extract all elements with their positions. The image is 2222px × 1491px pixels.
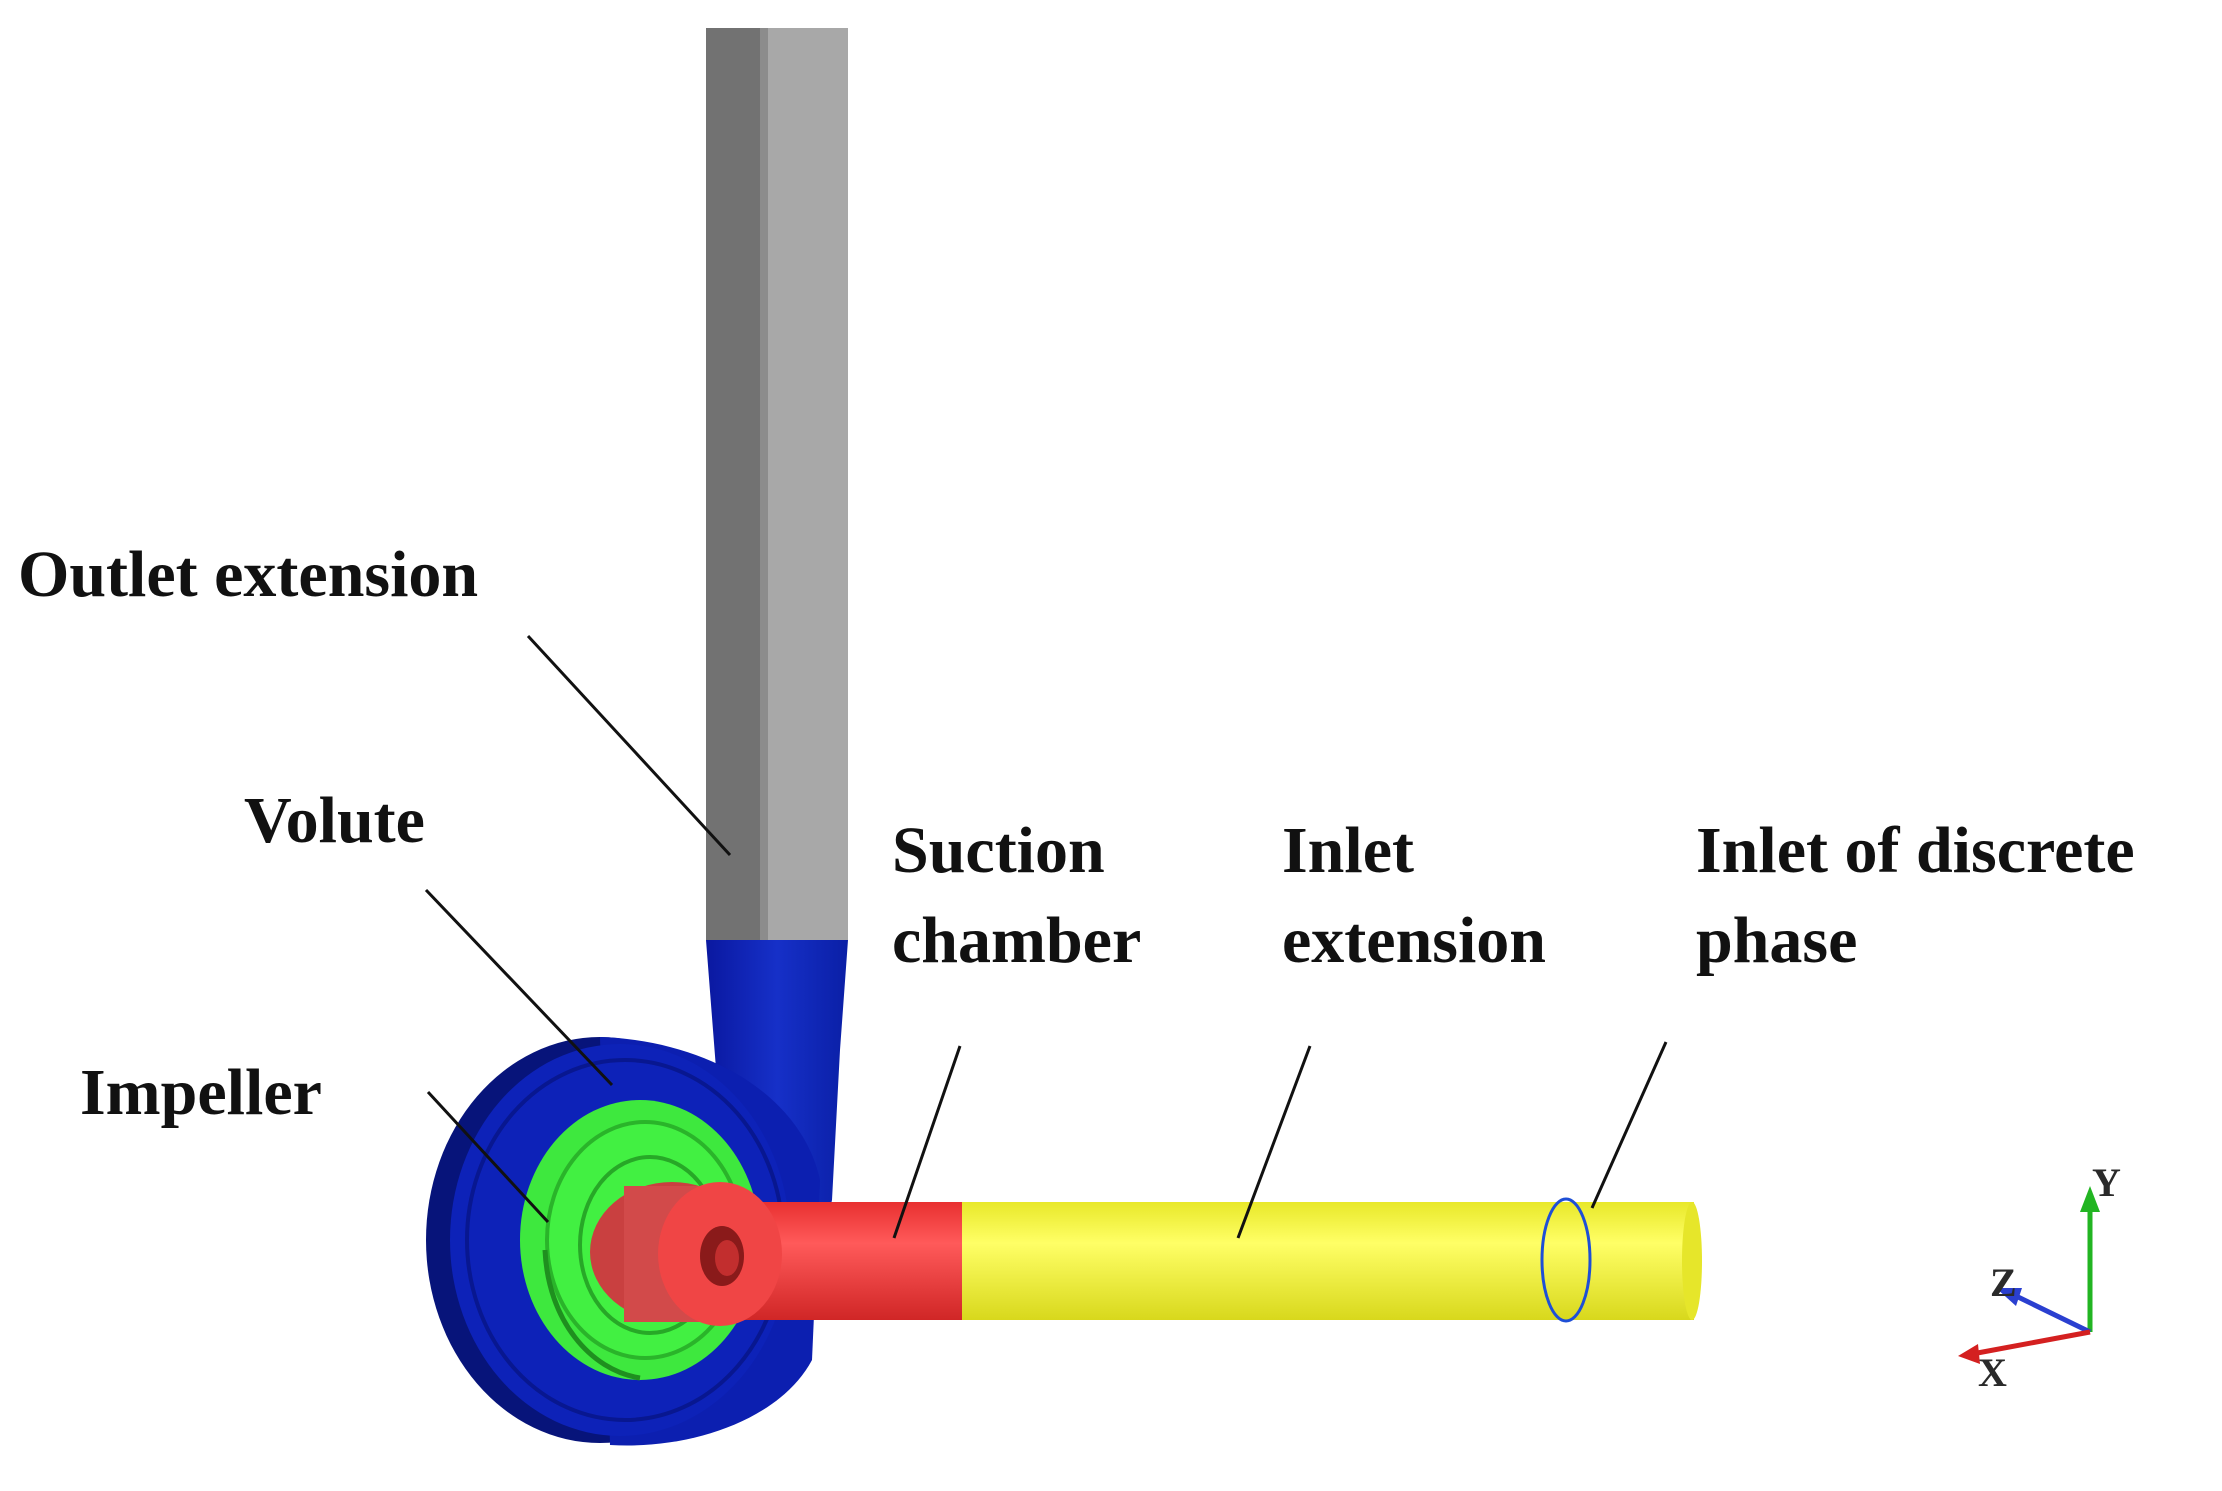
leader-lines [424, 634, 1668, 1239]
label-inlet-extension-line2: extension [1282, 904, 1546, 977]
axis-y-label: Y [2092, 1160, 2121, 1205]
axis-z-line [2014, 1293, 2092, 1335]
axis-z-label: Z [1990, 1260, 2017, 1305]
leader-volute [424, 888, 614, 1087]
leader-inlet-extension [1236, 1045, 1312, 1239]
axis-triad: Y Z X [1958, 1160, 2121, 1395]
label-impeller-text: Impeller [80, 1056, 322, 1129]
leader-suction-chamber [892, 1045, 962, 1239]
axis-x-line [1971, 1329, 2091, 1357]
axis-x-label: X [1978, 1350, 2007, 1395]
label-inlet-extension: Inlet extension [1282, 806, 1546, 986]
inlet-extension [962, 1202, 1702, 1320]
label-suction-chamber-line1: Suction [892, 814, 1105, 887]
suction-chamber-bore-inner [715, 1240, 739, 1276]
label-suction-chamber-line2: chamber [892, 904, 1142, 977]
label-inlet-of-discrete-phase-line1: Inlet of discrete [1696, 814, 2135, 887]
impeller-blade-shadow [542, 1249, 641, 1381]
inlet-extension-pipe [962, 1202, 1694, 1320]
axis-z-arrowhead [1996, 1288, 2022, 1306]
suction-chamber [590, 1182, 963, 1326]
leader-impeller [426, 1090, 550, 1224]
outlet-extension-dark-face [706, 28, 766, 940]
outlet-extension [706, 28, 848, 940]
axis-x-arrowhead [1958, 1344, 1980, 1364]
label-volute: Volute [244, 776, 425, 866]
label-impeller: Impeller [80, 1048, 322, 1138]
label-inlet-of-discrete-phase-line2: phase [1696, 904, 1858, 977]
axis-y-arrowhead [2080, 1186, 2100, 1212]
leader-outlet-extension [526, 634, 732, 857]
label-inlet-of-discrete-phase: Inlet of discrete phase [1696, 806, 2135, 986]
label-inlet-extension-line1: Inlet [1282, 814, 1414, 887]
outlet-extension-light-face [766, 28, 848, 940]
discrete-phase-inlet-ring [1540, 1197, 1592, 1323]
label-outlet-extension: Outlet extension [18, 530, 478, 620]
leader-discrete-phase [1590, 1041, 1668, 1209]
label-outlet-extension-text: Outlet extension [18, 538, 479, 611]
inlet-extension-end-cap [1682, 1202, 1702, 1320]
outlet-extension-edge [760, 28, 768, 940]
label-suction-chamber: Suction chamber [892, 806, 1141, 986]
label-volute-text: Volute [244, 784, 425, 857]
